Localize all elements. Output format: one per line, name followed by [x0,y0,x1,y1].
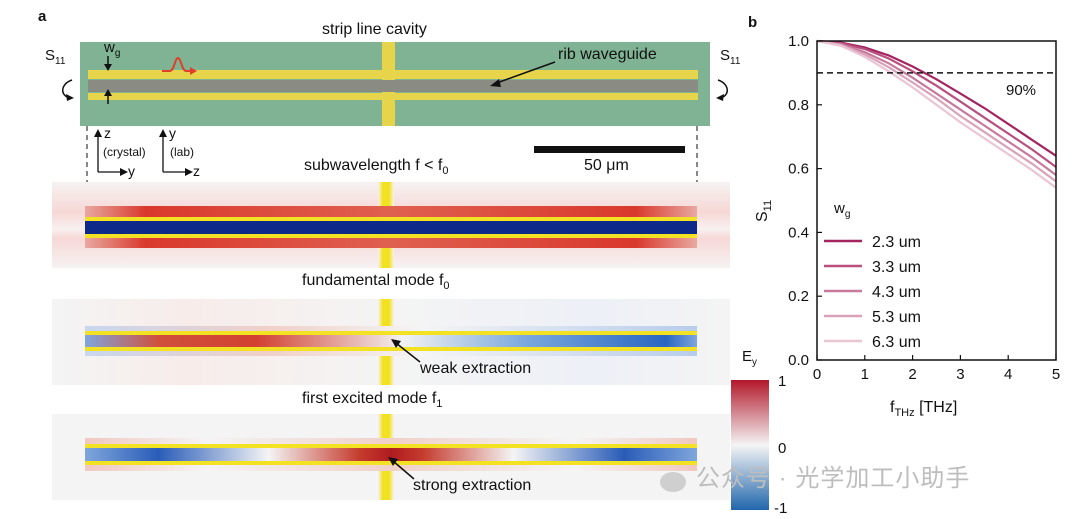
y-tick-label: 0.4 [788,224,809,241]
crystal-axis-up-label: z [104,125,111,141]
lab-axis-name: (lab) [170,145,195,159]
weak-extraction-label: weak extraction [420,360,532,377]
pulse-icon [162,56,192,72]
y-tick-label: 0.8 [788,97,809,114]
legend-label-0: 2.3 um [872,234,921,251]
s11-label-right: S11 [720,47,741,67]
lab-axis-right-label: z [193,163,200,179]
legend-label-4: 6.3 um [872,334,921,351]
y-tick-label: 0.2 [788,288,809,305]
extraction-pointers [388,339,421,480]
rib-waveguide [88,80,698,92]
x-tick-label: 4 [1004,366,1012,383]
lab-axis-up-label: y [169,125,176,141]
series-line-0 [816,39,1057,157]
crystal-axis-name: (crystal) [103,145,146,159]
x-tick-label: 3 [956,366,964,383]
y-tick-label: 1.0 [788,33,809,50]
plot-frame [816,40,1057,361]
strong-extraction-arrow-icon [388,457,398,466]
series-line-2 [816,39,1057,176]
wg-arrowhead-top [104,64,112,71]
crystal-z-arrow-icon [94,129,102,137]
mode2-field-map [52,299,730,385]
colorbar-title: Ey [742,348,758,368]
rib-waveguide-label: rib waveguide [558,46,657,63]
mode2-title: fundamental mode f0 [302,272,450,293]
scale-bar [534,146,685,153]
lab-y-arrow-icon [159,129,167,137]
lower-strip [88,93,698,100]
rib-pointer-line [493,61,556,85]
wg-arrowhead-bottom [104,89,112,96]
scale-bar-label: 50 μm [584,157,629,174]
colorbar [731,380,769,510]
y-tick-label: 0.0 [788,352,809,369]
mode1-field-map [52,182,730,268]
threshold-label: 90% [1006,82,1037,99]
series-line-1 [816,39,1057,168]
cavity-title: strip line cavity [322,21,427,38]
crystal-y-arrow-icon [120,168,128,176]
x-tick-label: 5 [1052,366,1060,383]
s11-label-left: S11 [45,47,66,67]
y-tick-label: 0.6 [788,161,809,178]
watermark: 公众号 · 光学加工小助手 [660,458,970,493]
crystal-axis-right-label: y [128,163,135,179]
series-line-3 [816,39,1057,183]
cavity-micrograph [80,42,710,126]
colorbar-mid: 0 [778,440,787,457]
colorbar-min: -1 [774,500,788,517]
mode3-field-map [52,414,730,500]
wechat-icon [660,471,686,492]
mode1-title: subwavelength f < f0 [304,157,449,178]
x-tick-label: 1 [861,366,869,383]
x-axis-label: fTHz [THz] [890,399,958,420]
legend-label-2: 4.3 um [872,284,921,301]
lab-z-arrow-icon [185,168,193,176]
panel-a-letter: a [38,8,47,25]
mode3-title: first excited mode f1 [302,390,443,411]
strong-extraction-label: strong extraction [413,477,532,494]
panel-b-letter: b [748,14,758,31]
y-axis-label: S11 [754,199,775,222]
weak-extraction-arrow-icon [391,339,401,348]
pulse-arrowhead [190,67,197,75]
legend-label-3: 5.3 um [872,309,921,326]
upper-strip [88,70,698,79]
rib-pointer-head [490,79,501,87]
legend-title: wg [834,200,851,220]
legend-label-1: 3.3 um [872,259,921,276]
wg-label: wg [104,39,121,59]
x-tick-label: 2 [908,366,916,383]
x-tick-label: 0 [813,366,821,383]
series-line-4 [816,39,1057,189]
colorbar-max: 1 [778,373,787,390]
